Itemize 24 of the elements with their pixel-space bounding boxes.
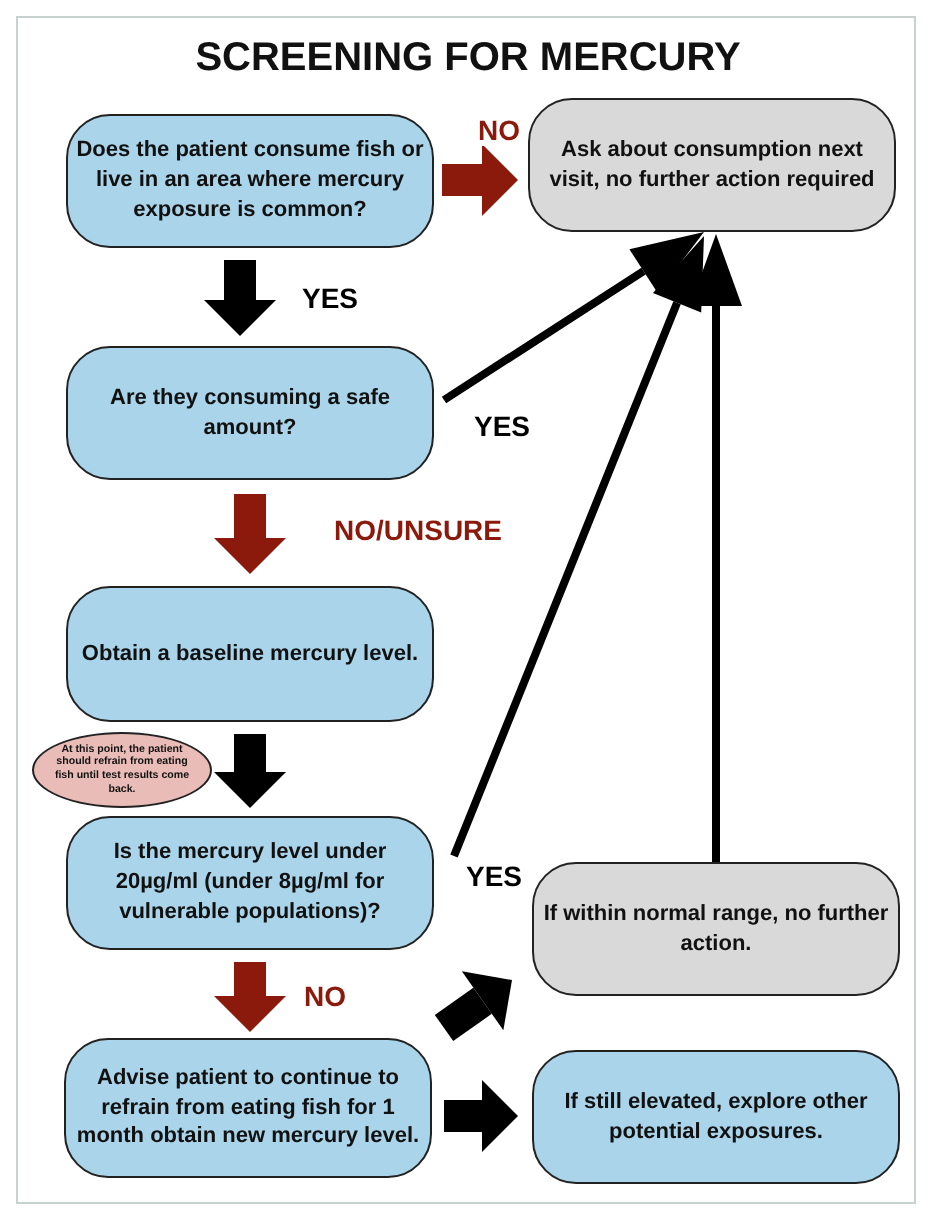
process-box: Is the mercury level under 20µg/ml (under 8µg/ml for vulnerable populations)? <box>66 816 434 950</box>
edge-label: YES <box>300 284 361 315</box>
arrow <box>434 971 512 1042</box>
process-box: Advise patient to continue to refrain from eating fish for 1 month obtain new mercury level. <box>64 1038 432 1178</box>
edge-label: NO <box>476 116 522 147</box>
edge-label: YES <box>464 862 525 893</box>
arrow <box>442 144 518 216</box>
arrow <box>214 734 286 808</box>
arrow <box>214 494 286 574</box>
edge-label: YES <box>472 412 533 443</box>
process-box: Are they consuming a safe amount? <box>66 346 434 480</box>
end-box: Ask about consumption next visit, no further action required <box>528 98 896 232</box>
edge-label: NO <box>302 982 348 1013</box>
arrow <box>441 232 704 404</box>
arrow <box>214 962 286 1032</box>
process-box: If still elevated, explore other potential exposures. <box>532 1050 900 1184</box>
arrow <box>450 236 704 858</box>
process-box: Does the patient consume fish or live in an area where mercury exposure is common? <box>66 114 434 248</box>
end-box: If within normal range, no further action. <box>532 862 900 996</box>
arrow <box>204 260 276 336</box>
edge-label: NO/UNSURE <box>332 516 505 547</box>
title: SCREENING FOR MERCURY <box>193 36 743 82</box>
arrow <box>444 1080 518 1152</box>
process-box: Obtain a baseline mercury level. <box>66 586 434 722</box>
